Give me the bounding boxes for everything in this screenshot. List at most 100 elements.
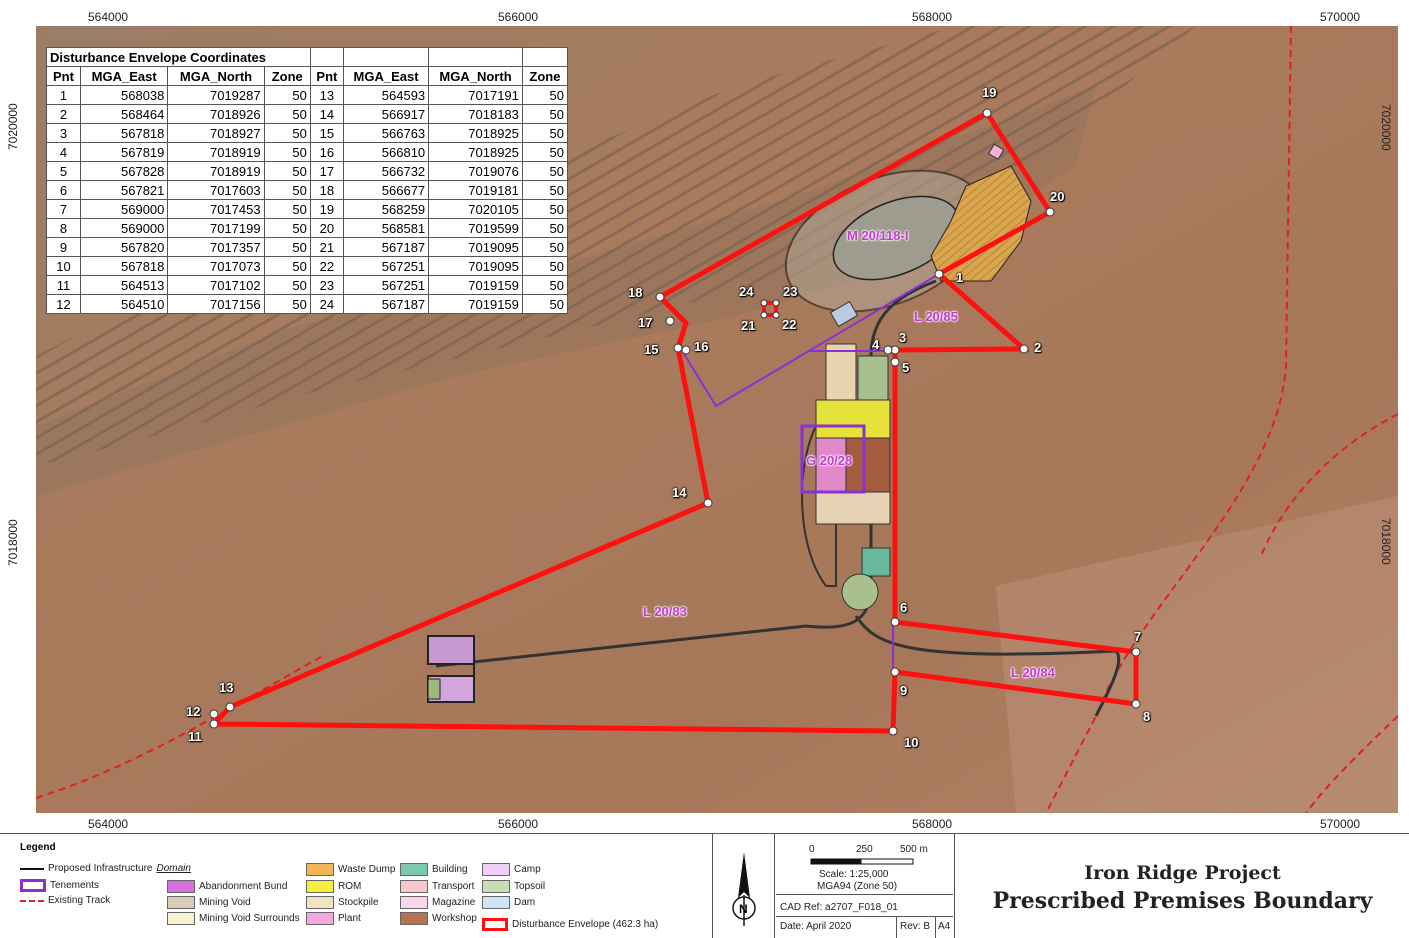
table-cell: 564593 [342,85,430,105]
table-cell: 7019599 [428,218,523,238]
point-label-8: 8 [1143,709,1151,724]
legend-domain-item: Dam [482,896,535,909]
project-subtitle: Prescribed Premises Boundary [992,888,1373,914]
table-cell: 8 [46,218,81,238]
tenement-g2028 [800,424,866,494]
table-header-row: Pnt MGA_East MGA_North Zone Pnt MGA_East… [46,66,569,86]
divider [954,834,955,938]
column-header: Pnt [46,66,81,86]
point-label-14: 14 [672,485,687,500]
table-cell: 567251 [342,256,430,276]
tenement-label-l2083: L 20/83 [643,604,687,619]
easting-tick-top: 570000 [1320,10,1361,24]
point-label-4: 4 [872,337,880,352]
legend-swatch-icon [167,896,195,909]
table-cell: 567187 [342,237,430,257]
table-cell: 566763 [342,123,430,143]
point-label-23: 23 [783,284,798,299]
project-title: Iron Ridge Project [1084,862,1281,884]
table-cell: 7020105 [428,199,523,219]
northing-tick-left: 7018000 [6,519,20,566]
easting-tick-bottom: 564000 [88,817,129,831]
table-cell: 567820 [79,237,169,257]
legend-label: Disturbance Envelope (462.3 ha) [512,919,659,930]
legend-label: Tenements [50,880,99,891]
point-label-13: 13 [219,680,234,695]
legend-domain-item: Camp [482,863,541,876]
table-cell: 4 [46,142,81,162]
table-cell: 50 [263,85,311,105]
tenement-boundary-l2085 [680,273,940,408]
table-cell: 7017102 [167,275,265,295]
table-cell: 7018183 [428,104,523,124]
table-cell: 7017191 [428,85,523,105]
table-cell: 50 [263,123,311,143]
table-cell: 567251 [342,275,430,295]
table-cell: 50 [521,85,569,105]
table-title-row: Disturbance Envelope Coordinates [46,47,569,67]
divider [776,894,953,895]
cad-reference: CAD Ref: a2707_F018_01 [780,902,898,913]
table-cell: 7017199 [167,218,265,238]
point-label-9: 9 [900,683,908,698]
table-cell: 7019095 [428,237,523,257]
table-cell: 50 [521,161,569,181]
legend-label: Camp [514,864,541,875]
table-cell: 50 [263,256,311,276]
table-cell: 1 [46,85,81,105]
existing-track-ne [1260,413,1398,557]
tenement-label-m20118: M 20/118-I [847,228,909,243]
point-label-15: 15 [644,342,659,357]
table-cell: 7017453 [167,199,265,219]
legend-label: Mining Void Surrounds [199,913,300,924]
point-label-24: 24 [739,284,754,299]
table-cell: 7019076 [428,161,523,181]
table-cell: 21 [309,237,344,257]
infrastructure-line-icon [20,867,44,870]
table-cell: 22 [309,256,344,276]
point-label-6: 6 [900,600,908,615]
point-label-11: 11 [188,729,202,744]
envelope-swatch-icon [482,918,508,931]
legend-existing-track: Existing Track [20,895,110,906]
table-cell: 7019287 [167,85,265,105]
table-cell: 567187 [342,294,430,314]
legend-domain-item: Workshop [400,912,477,925]
legend-domain-item: Topsoil [482,880,545,893]
legend-label: Building [432,864,468,875]
legend-swatch-icon [400,912,428,925]
legend-swatch-icon [400,880,428,893]
table-cell: 568464 [79,104,169,124]
stockpile-south [815,491,891,525]
track-line-icon [20,899,44,902]
table-title: Disturbance Envelope Coordinates [46,47,311,67]
table-cell: 7017357 [167,237,265,257]
legend-swatch-icon [482,863,510,876]
table-cell: 50 [263,199,311,219]
column-header: Zone [521,66,569,86]
table-cell: 11 [46,275,81,295]
table-cell: 566677 [342,180,430,200]
table-cell: 7019159 [428,275,523,295]
scale-tick: 250 [856,844,873,855]
legend-domain-item: Waste Dump [306,863,395,876]
building [861,547,891,577]
access-road [854,615,1121,717]
northing-tick-left: 7020000 [6,103,20,150]
legend-domain-item: Plant [306,912,361,925]
point-label-12: 12 [186,704,201,719]
map-footer: Legend Proposed Infrastructure Domain Te… [0,833,1409,938]
table-cell: 7019095 [428,256,523,276]
projection: MGA94 (Zone 50) [817,881,898,892]
table-cell: 567818 [79,123,169,143]
legend-domain-item: ROM [306,880,361,893]
existing-track-se [1305,715,1398,813]
table-cell: 50 [263,180,311,200]
table-cell: 50 [521,123,569,143]
legend-domain-item: Building [400,863,468,876]
legend-swatch-icon [482,880,510,893]
